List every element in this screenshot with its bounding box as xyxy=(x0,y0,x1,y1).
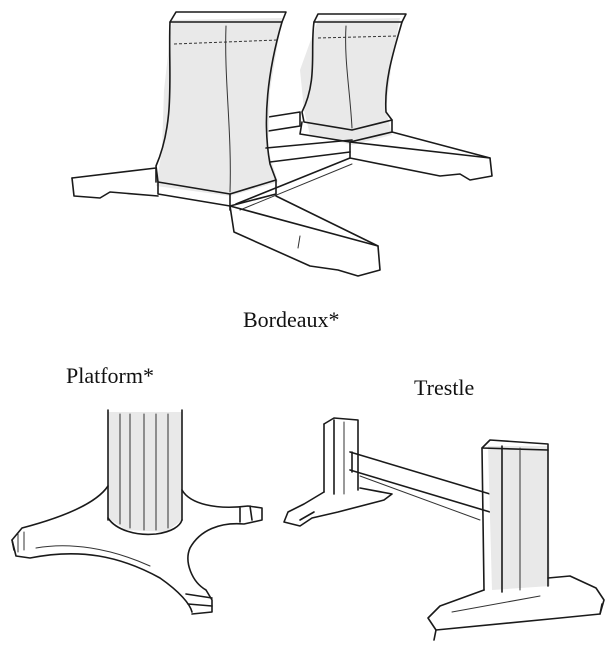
bordeaux-stretcher xyxy=(235,139,353,211)
trestle-front-leg xyxy=(427,439,605,641)
bordeaux-rear-pedestal xyxy=(299,13,407,145)
bordeaux-label: Bordeaux* xyxy=(243,307,340,332)
platform-cross-foot xyxy=(11,485,263,615)
bordeaux-front-foot xyxy=(71,167,381,277)
trestle-label: Trestle xyxy=(414,375,475,400)
trestle-rear-leg xyxy=(283,417,393,527)
platform-label: Platform* xyxy=(66,363,154,388)
trestle-stretcher xyxy=(349,451,491,521)
platform-column xyxy=(107,409,183,536)
